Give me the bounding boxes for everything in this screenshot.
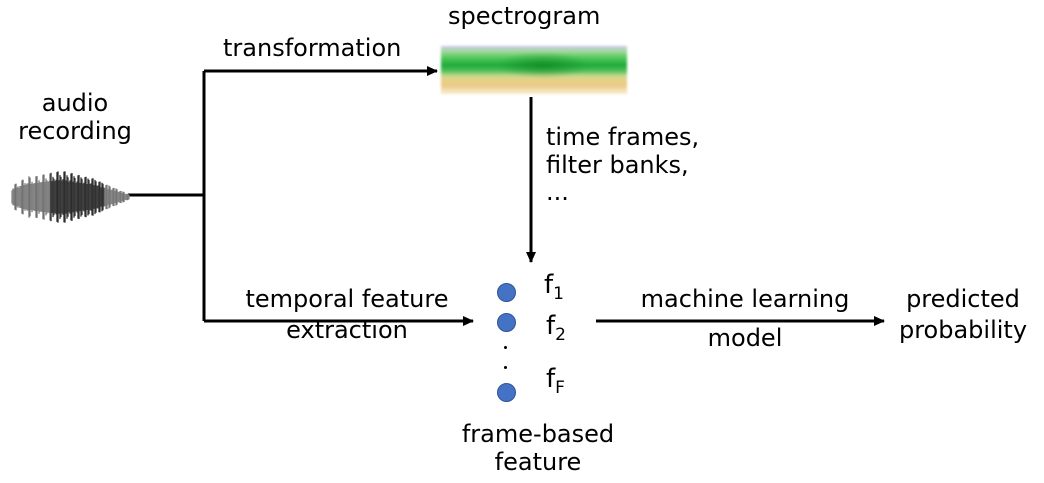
predicted-line-2: probability [898, 315, 1028, 344]
temporal-feature-line-1: temporal feature [245, 285, 449, 313]
audio-recording-line-2: recording [18, 116, 132, 145]
ml-model-line-1: machine learning [640, 285, 850, 313]
feature-dot-1 [497, 283, 516, 302]
feature-2-sub: 2 [555, 325, 566, 345]
spectrogram-image [441, 46, 627, 94]
feature-label-1: f1 [544, 270, 564, 304]
frame-based-feature-label: frame-based feature [448, 420, 628, 476]
transformation-label: transformation [223, 34, 402, 62]
feature-2-base: f [546, 311, 556, 341]
predicted-line-1: predicted [906, 285, 1020, 313]
feature-F-base: f [546, 364, 556, 394]
frame-based-line-1: frame-based [461, 420, 615, 448]
audio-recording-label: audio recording [10, 89, 140, 145]
audio-waveform-icon [11, 171, 130, 223]
vertical-ellipsis-dot-1 [504, 346, 507, 349]
feature-F-sub: F [555, 378, 565, 398]
temporal-feature-line-2: extraction [286, 315, 408, 344]
filter-banks-text: filter banks, [546, 150, 689, 179]
feature-dot-F [497, 383, 516, 402]
predicted-probability-label: predicted probability [888, 285, 1038, 344]
audio-recording-line-1: audio [41, 89, 109, 117]
feature-label-F: fF [546, 364, 565, 398]
feature-dot-2 [497, 313, 516, 332]
feature-1-sub: 1 [553, 284, 564, 304]
feature-1-base: f [544, 270, 554, 300]
spectrogram-params-label: time frames, filter banks, ... [546, 123, 700, 207]
frame-based-line-2: feature [494, 447, 582, 476]
temporal-feature-extraction-label: temporal feature extraction [222, 285, 472, 344]
ellipsis-text: ... [546, 178, 569, 207]
time-frames-text: time frames, [546, 123, 700, 151]
ml-model-line-2: model [707, 323, 783, 352]
feature-label-2: f2 [546, 311, 566, 345]
vertical-ellipsis-dot-2 [504, 366, 507, 369]
machine-learning-model-label: machine learning model [615, 285, 875, 352]
spectrogram-label: spectrogram [448, 2, 601, 30]
